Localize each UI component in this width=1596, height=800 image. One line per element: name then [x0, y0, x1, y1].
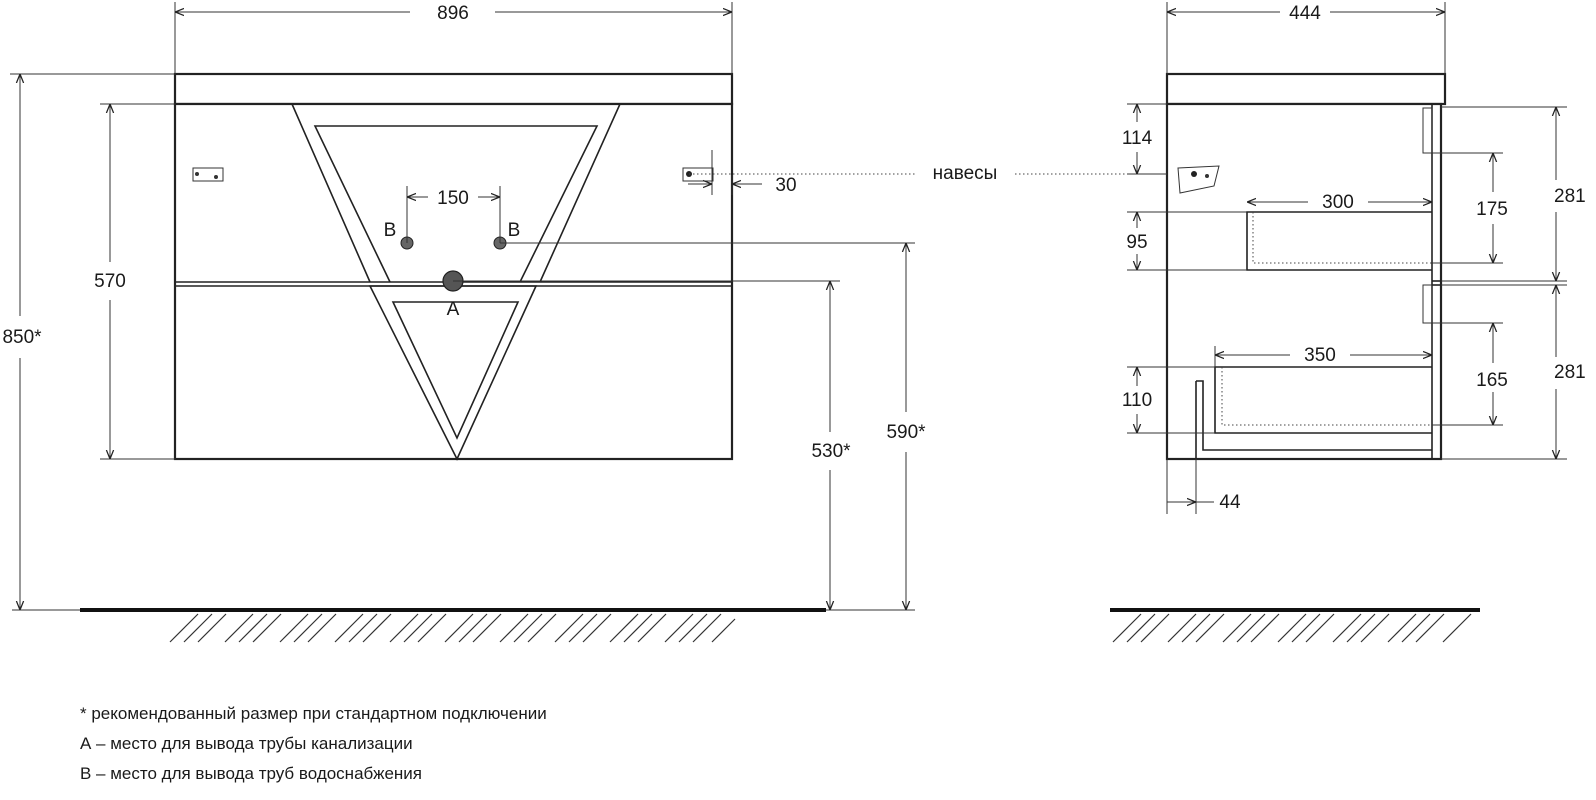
- dim-lower-drawer-height: 110: [1122, 390, 1152, 411]
- label-supply-left: B: [384, 220, 397, 241]
- front-view: 896 850* 570 150 B B A 30 навесы: [2, 2, 1190, 643]
- dim-upper-front-height: 281: [1554, 186, 1586, 207]
- front-floor-hatching: [169, 613, 736, 643]
- dim-holes-spacing: 150: [437, 188, 469, 209]
- dim-lower-drawer-offset: 165: [1476, 370, 1508, 391]
- note-drain-a: А – место для вывода трубы канализации: [80, 734, 413, 753]
- dim-depth: 444: [1289, 3, 1321, 24]
- notes-list: * рекомендованный размер при стандартном…: [80, 703, 547, 793]
- dim-lower-drawer-depth: 350: [1304, 345, 1336, 366]
- side-floor-hatching: [1112, 613, 1472, 643]
- upper-drawer-outline: [1246, 211, 1432, 271]
- side-cabinet-body: [1165, 102, 1443, 461]
- label-supply-right: B: [508, 220, 521, 241]
- label-drain: A: [447, 299, 460, 320]
- dim-upper-drawer-depth: 300: [1322, 192, 1354, 213]
- note-supply-b: В – место для вывода труб водоснабжения: [80, 764, 422, 783]
- lower-handle-tab: [1422, 284, 1433, 324]
- upper-v-handle: [291, 103, 622, 283]
- dim-drain-height: 530*: [811, 441, 851, 462]
- side-view: 444 114 300 95 175 281 350: [1110, 2, 1586, 643]
- side-hanger-bracket: [1177, 165, 1220, 194]
- lower-drawer-outline: [1214, 366, 1432, 434]
- dim-upper-drawer-height: 95: [1126, 232, 1147, 253]
- note-recommended: * рекомендованный размер при стандартном…: [80, 704, 547, 723]
- dim-height-body: 570: [94, 271, 126, 292]
- dim-supply-height: 590*: [886, 422, 926, 443]
- upper-handle-tab: [1422, 107, 1433, 154]
- left-hanger-bracket: [192, 167, 224, 182]
- dim-height-total: 850*: [2, 327, 42, 348]
- dim-hanger-drop: 114: [1122, 128, 1153, 149]
- dim-lower-front-height: 281: [1554, 362, 1586, 383]
- front-countertop: [173, 72, 734, 106]
- dim-back-offset: 44: [1219, 492, 1241, 513]
- label-hangers: навесы: [933, 163, 998, 184]
- dim-upper-drawer-offset: 175: [1476, 199, 1508, 220]
- side-countertop: [1165, 72, 1447, 106]
- dim-width: 896: [437, 3, 469, 24]
- dim-hanger-offset: 30: [775, 175, 796, 196]
